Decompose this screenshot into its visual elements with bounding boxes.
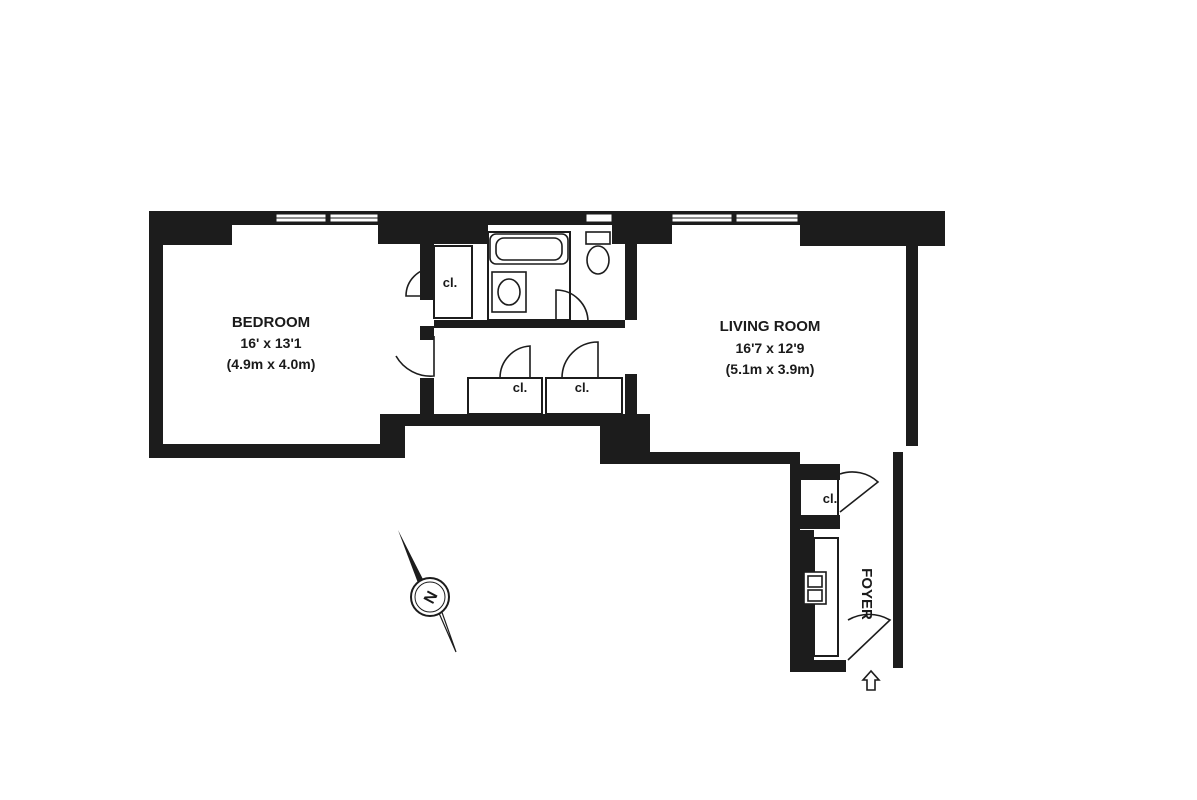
bathtub-icon xyxy=(489,233,569,265)
bedroom-dim-metric: (4.9m x 4.0m) xyxy=(227,356,316,372)
foyer-name: FOYER xyxy=(858,568,875,620)
entry-arrow-icon xyxy=(861,669,881,691)
living-room-name: LIVING ROOM xyxy=(720,318,821,335)
closet-label: cl. xyxy=(513,380,527,395)
closet-label: cl. xyxy=(575,380,589,395)
windows xyxy=(275,213,799,223)
closet-label: cl. xyxy=(443,275,457,290)
closets xyxy=(395,245,892,661)
toilet-icon xyxy=(585,231,611,275)
labels: BEDROOM 16' x 13'1 (4.9m x 4.0m) LIVING … xyxy=(227,275,875,620)
living-room-dim-imperial: 16'7 x 12'9 xyxy=(736,340,805,356)
bathroom xyxy=(487,231,611,323)
compass-icon: N xyxy=(398,530,457,653)
bedroom-name: BEDROOM xyxy=(232,314,310,331)
sink-icon xyxy=(491,271,527,313)
kitchen xyxy=(803,537,839,657)
kitchen-sink-icon xyxy=(803,571,827,605)
closet-label: cl. xyxy=(823,491,837,506)
living-room-dim-metric: (5.1m x 3.9m) xyxy=(726,361,815,377)
walls xyxy=(149,211,945,672)
bedroom-dim-imperial: 16' x 13'1 xyxy=(240,335,301,351)
